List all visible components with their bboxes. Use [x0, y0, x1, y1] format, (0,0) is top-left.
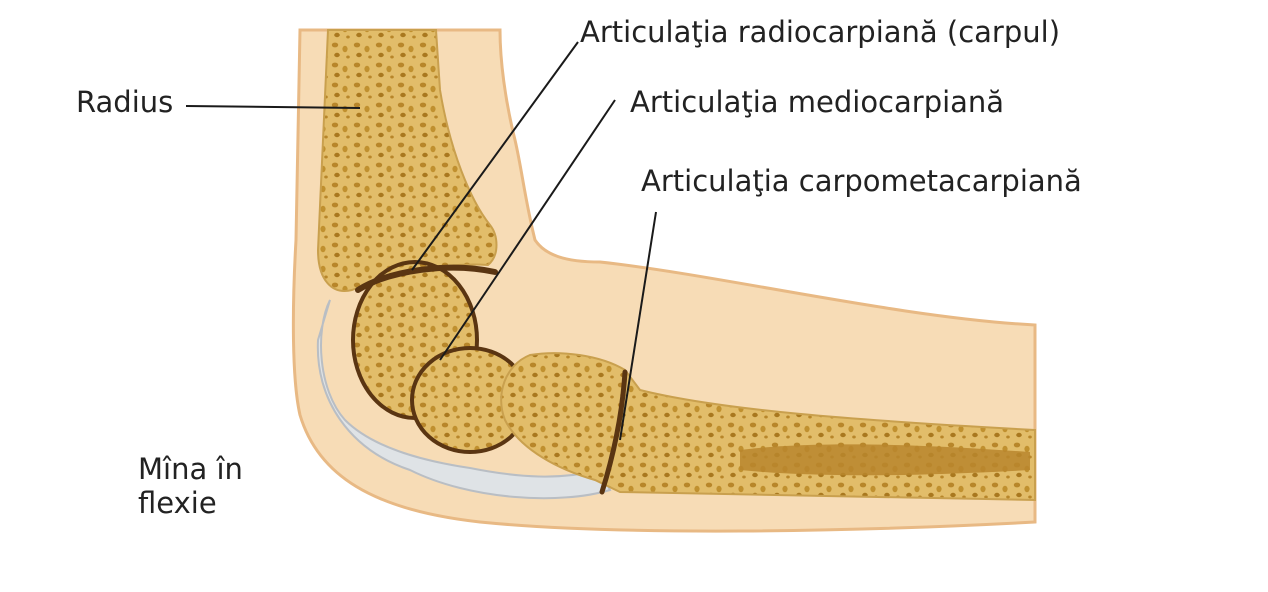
label-hand-in-flexion-line2: flexie [138, 486, 217, 520]
leader-radius [185, 105, 361, 109]
label-midcarpal-joint: Articulaţia mediocarpiană [630, 85, 1005, 119]
radius-bone [316, 29, 498, 292]
carpometacarpal-joint-line [599, 369, 628, 495]
leader-carpometacarpal [619, 211, 657, 441]
leader-midcarpal [439, 99, 616, 361]
label-radius: Radius [76, 85, 174, 119]
cartilage [316, 299, 612, 500]
label-radiocarpal-joint: Articulaţia radiocarpiană (carpul) [580, 15, 1061, 49]
label-carpometacarpal-joint: Articulaţia carpometacarpiană [641, 164, 1082, 198]
radiocarpal-joint-line [355, 264, 498, 293]
label-hand-in-flexion: Mîna în flexie [138, 452, 243, 520]
medullary-cavity [740, 444, 1030, 476]
label-hand-in-flexion-line1: Mîna în [138, 452, 243, 486]
leader-radiocarpal [411, 41, 579, 271]
